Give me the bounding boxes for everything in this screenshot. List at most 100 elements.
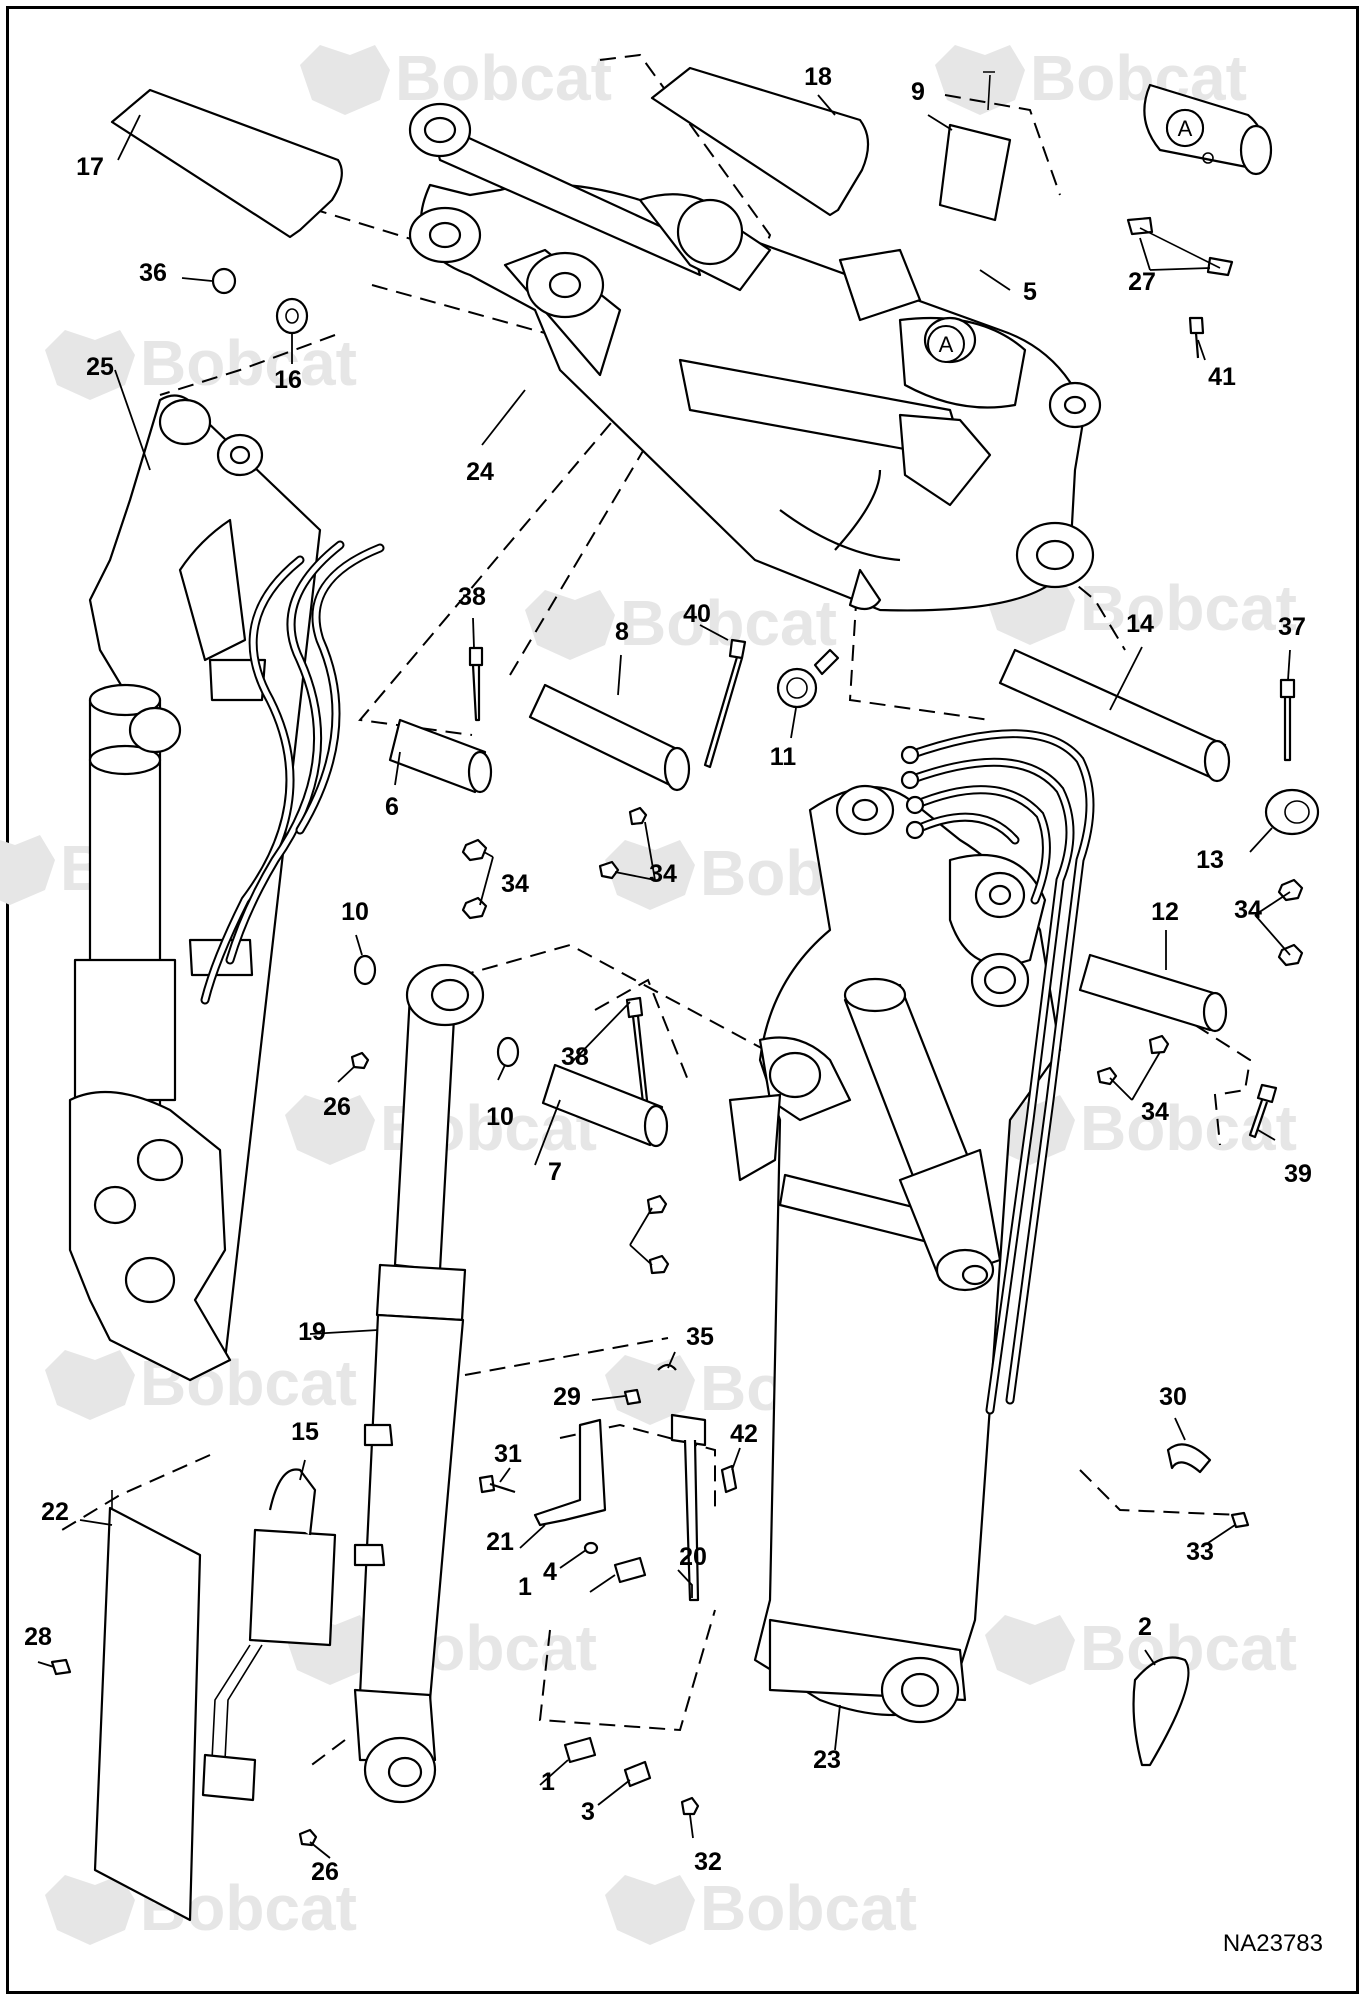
drawing-frame xyxy=(6,6,1359,1994)
callout-5: 5 xyxy=(1023,278,1037,306)
callout-33: 33 xyxy=(1186,1538,1214,1566)
callout-12: 12 xyxy=(1151,898,1179,926)
callout-34: 34 xyxy=(649,860,677,888)
bolt-40 xyxy=(703,638,747,769)
callout-9: 9 xyxy=(911,78,925,106)
nut-32 xyxy=(680,1796,700,1816)
callout-4: 4 xyxy=(543,1558,557,1586)
watermark-logo xyxy=(285,1095,375,1165)
clip-35 xyxy=(657,1363,677,1371)
leader-lines xyxy=(37,94,1291,1859)
callout-38: 38 xyxy=(458,583,486,611)
callout-34: 34 xyxy=(1234,896,1262,924)
bucket-cylinder xyxy=(843,977,1002,1292)
callout-10: 10 xyxy=(341,898,369,926)
callout-34: 34 xyxy=(501,870,529,898)
watermark-logo xyxy=(45,1350,135,1420)
callout-2: 2 xyxy=(1138,1613,1152,1641)
bolt-41 xyxy=(1188,316,1205,359)
callout-30: 30 xyxy=(1159,1383,1187,1411)
hose-fittings xyxy=(900,745,925,840)
bolt-39 xyxy=(1248,1083,1278,1139)
callout-23: 23 xyxy=(813,1746,841,1774)
arm-24 xyxy=(408,102,1102,612)
callout-3: 3 xyxy=(581,1798,595,1826)
watermark-text: Bobcat xyxy=(620,587,837,659)
callout-16: 16 xyxy=(274,366,302,394)
nut-group-34 xyxy=(461,806,1304,1275)
plate-3 xyxy=(623,1760,652,1788)
callout-34: 34 xyxy=(1141,1098,1169,1126)
bolt-37 xyxy=(1279,678,1296,762)
o-ring-36 xyxy=(211,267,237,295)
snap-ring-10b xyxy=(496,1036,520,1068)
watermark-text: Bobcat xyxy=(1080,572,1297,644)
watermark-logo xyxy=(605,1355,695,1425)
callout-35: 35 xyxy=(686,1323,714,1351)
callout-1: 1 xyxy=(541,1768,555,1796)
bolt-38-top xyxy=(468,646,484,722)
callout-31: 31 xyxy=(494,1440,522,1468)
callout-21: 21 xyxy=(486,1528,514,1556)
pin-12 xyxy=(1078,953,1228,1033)
callout-13: 13 xyxy=(1196,846,1224,874)
washer-4 xyxy=(583,1541,599,1555)
washer-16 xyxy=(275,297,309,335)
bracket-21 xyxy=(533,1418,607,1527)
boom-hoses xyxy=(200,540,385,1005)
pin-14 xyxy=(998,648,1231,783)
watermark-logo xyxy=(300,45,390,115)
callout-42: 42 xyxy=(730,1420,758,1448)
callout-32: 32 xyxy=(694,1848,722,1876)
callout-17: 17 xyxy=(76,153,104,181)
callout-labels: 1123456789101011121314151617181920212223… xyxy=(24,63,1312,1886)
callout-27: 27 xyxy=(1128,268,1156,296)
pin-6 xyxy=(388,718,493,794)
callout-41: 41 xyxy=(1208,363,1236,391)
watermark-logo xyxy=(935,45,1025,115)
watermark-logo xyxy=(45,330,135,400)
valve-block-15 xyxy=(201,1468,337,1802)
bolt-33 xyxy=(1230,1511,1250,1529)
watermark-logo xyxy=(985,1615,1075,1685)
callout-1: 1 xyxy=(518,1573,532,1601)
callout-38: 38 xyxy=(561,1043,589,1071)
nut-26-bottom xyxy=(298,1828,318,1847)
drawing-number: NA23783 xyxy=(1222,1930,1323,1957)
callout-11: 11 xyxy=(770,743,797,771)
callout-19: 19 xyxy=(298,1318,326,1346)
boom-25 xyxy=(68,394,322,1382)
nut-26-top xyxy=(350,1051,370,1070)
detail-a-label-arm: A xyxy=(939,332,954,357)
watermark-text: Bobcat xyxy=(395,42,612,114)
watermark-logo xyxy=(0,835,55,905)
clamp-1-bottom xyxy=(563,1736,597,1764)
clamp-30 xyxy=(1166,1443,1212,1474)
cylinder-19 xyxy=(353,963,485,1804)
callout-37: 37 xyxy=(1278,613,1306,641)
wear-pad-18 xyxy=(650,66,870,217)
watermark-logo xyxy=(605,840,695,910)
bolt-28 xyxy=(50,1658,72,1676)
bolt-29 xyxy=(623,1388,642,1406)
detail-a-label-inset: A xyxy=(1178,116,1193,141)
hose-clamp-11 xyxy=(776,648,840,709)
callout-10: 10 xyxy=(486,1103,514,1131)
wear-pad-17 xyxy=(110,88,343,239)
watermark-logo xyxy=(45,1875,135,1945)
watermark-text: Bobcat xyxy=(1030,42,1247,114)
detail-a-reference: A A xyxy=(927,109,1204,363)
callout-6: 6 xyxy=(385,793,399,821)
callout-26: 26 xyxy=(323,1093,351,1121)
spacer-13 xyxy=(1264,788,1320,836)
callout-40: 40 xyxy=(683,600,711,628)
watermark-logo xyxy=(605,1875,695,1945)
cable-tie-2 xyxy=(1132,1656,1190,1767)
bolt-31 xyxy=(478,1474,516,1494)
arm-23 xyxy=(728,784,1062,1724)
shield-22 xyxy=(93,1506,202,1922)
watermark-logo xyxy=(525,590,615,660)
callout-39: 39 xyxy=(1284,1160,1312,1188)
pin-8 xyxy=(528,683,691,792)
callout-25: 25 xyxy=(86,353,114,381)
